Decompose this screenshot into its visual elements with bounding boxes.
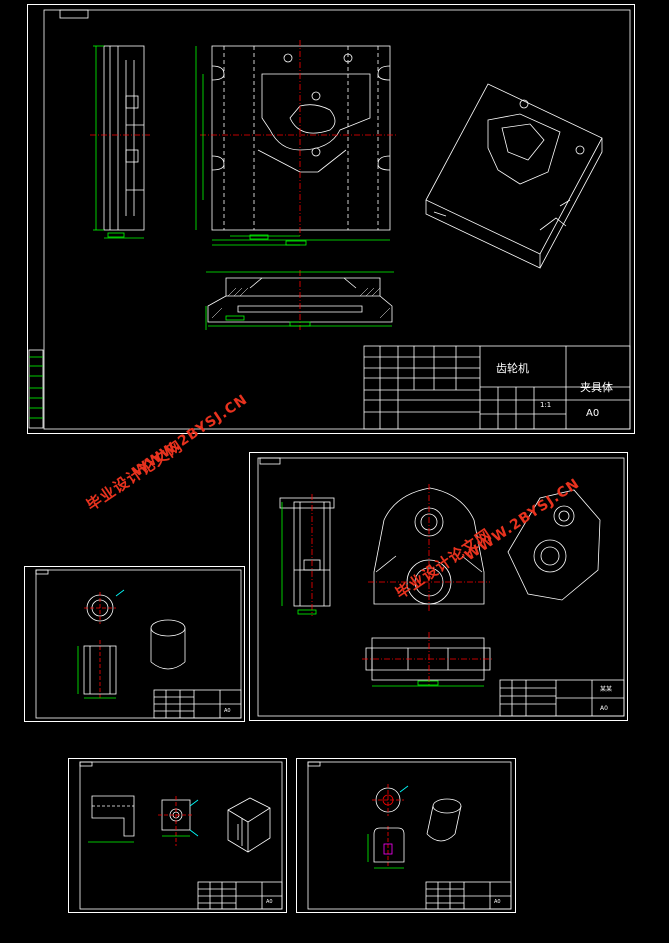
bushing-isometric-view xyxy=(150,619,186,670)
pin-section-view xyxy=(373,827,405,863)
sheet-1-title: 齿轮机 xyxy=(496,362,529,375)
sheet-2-title-block xyxy=(499,679,625,717)
pin-isometric-view xyxy=(426,798,462,842)
block-isometric-view xyxy=(227,797,271,853)
drawing-sheet-4[interactable] xyxy=(68,758,287,913)
sheet-5-paper-size: A0 xyxy=(494,899,501,905)
gearbox-isometric-view xyxy=(507,489,601,601)
block-front-view xyxy=(91,795,135,837)
sheet-4-paper-size: A0 xyxy=(266,899,273,905)
isometric-view-fixture xyxy=(425,83,603,269)
sheet-2-title: 某某 xyxy=(600,686,613,693)
front-view-main xyxy=(211,45,391,231)
side-view-left xyxy=(103,45,145,231)
sheet-4-title-block xyxy=(197,881,283,910)
sheet-1-part-name: 夹具体 xyxy=(580,381,613,394)
sheet-1-inner-frame xyxy=(43,9,631,430)
sheet-1-scale: 1:1 xyxy=(540,401,552,409)
sheet-5-title-block xyxy=(425,881,512,910)
sheet-1-paper-size: A0 xyxy=(586,408,600,419)
drawing-sheet-5[interactable] xyxy=(296,758,516,913)
drawing-sheet-3[interactable] xyxy=(24,566,245,722)
drawing-sheet-2[interactable] xyxy=(249,452,628,721)
drawing-sheet-1[interactable] xyxy=(27,4,635,434)
sheet-2-side-view xyxy=(279,497,335,607)
sheet-3-title-block xyxy=(153,689,242,719)
sheet-2-paper-size: A0 xyxy=(600,705,608,712)
section-view xyxy=(207,277,393,323)
bushing-section-view xyxy=(83,645,117,695)
sheet-1-title-block xyxy=(363,345,631,430)
sheet-3-paper-size: A0 xyxy=(224,708,231,714)
sheet-1-tag-box xyxy=(59,9,89,19)
